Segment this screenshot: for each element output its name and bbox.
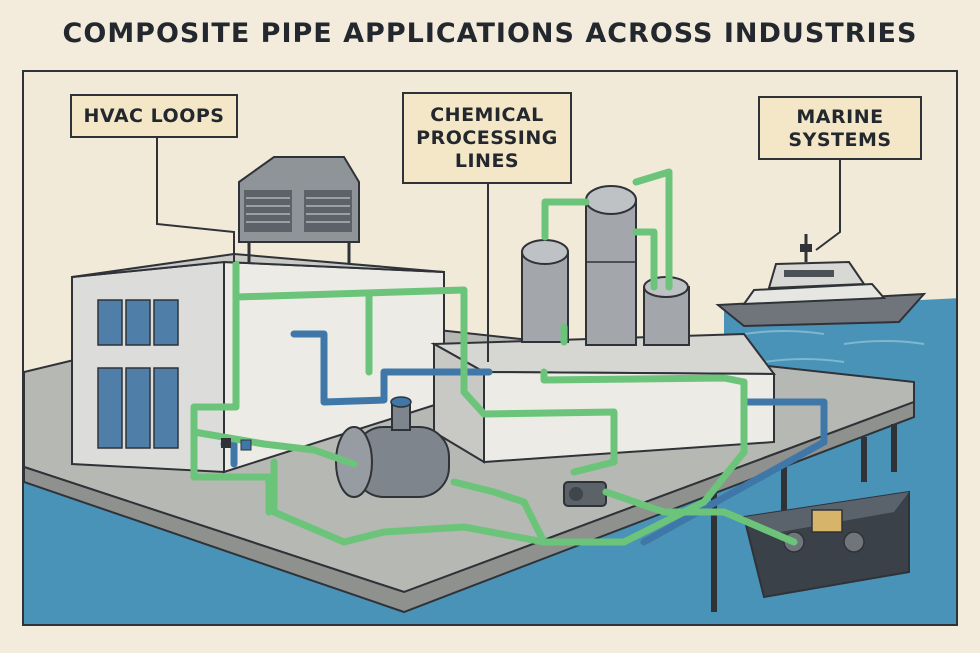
valve-icons xyxy=(221,438,252,451)
callout-hvac-loops: HVAC LOOPS xyxy=(70,94,238,138)
callout-leaders xyxy=(156,138,841,362)
callout-marine-line-2: SYSTEMS xyxy=(788,129,892,151)
callout-marine-line-1: MARINE xyxy=(796,106,884,128)
pier-edge xyxy=(24,400,915,614)
tank-left xyxy=(521,239,569,343)
callout-chemical-line-2: PROCESSING xyxy=(416,127,558,149)
marine-vessel xyxy=(715,234,927,328)
green-pipes xyxy=(190,168,798,546)
tank-tall xyxy=(585,185,637,346)
water-waves xyxy=(743,330,925,363)
floating-pontoon xyxy=(742,490,910,599)
callout-chemical-line-1: CHEMICAL xyxy=(430,104,544,126)
callout-hvac-line-1: HVAC LOOPS xyxy=(83,105,225,127)
building-windows xyxy=(97,299,179,449)
callout-chemical-line-3: LINES xyxy=(454,150,520,172)
illustration-panel: HVAC LOOPS CHEMICAL PROCESSING LINES MAR… xyxy=(22,70,958,626)
callout-marine-systems: MARINE SYSTEMS xyxy=(758,96,922,160)
diagram-title: COMPOSITE PIPE APPLICATIONS ACROSS INDUS… xyxy=(62,18,918,49)
callout-chemical-processing: CHEMICAL PROCESSING LINES xyxy=(402,92,572,184)
building-roof xyxy=(71,252,445,278)
pump xyxy=(563,481,607,507)
cooling-tower xyxy=(238,156,360,264)
